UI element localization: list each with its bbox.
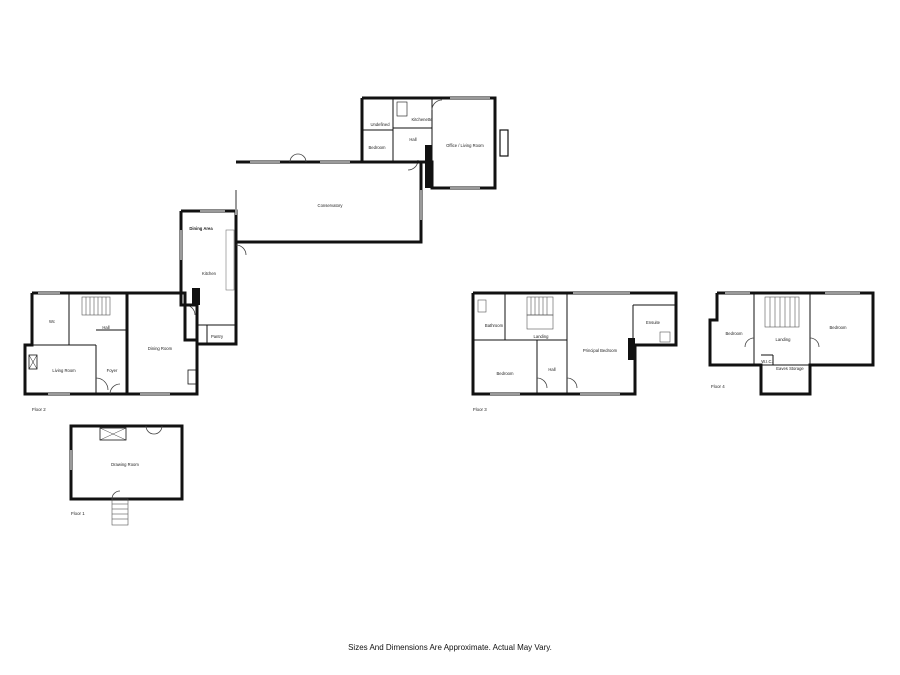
room-label-bedroom-f3: Bedroom <box>497 371 515 376</box>
floor-4-plan: Bedroom Landing Bedroom W.I.C. Eaves Sto… <box>708 291 875 396</box>
room-label-hall-f3: Hall <box>548 367 555 372</box>
room-label-dining-area: Dining Area <box>189 226 213 231</box>
room-label-bedroom-right: Bedroom <box>830 325 848 330</box>
room-label-conservatory: Conservatory <box>318 203 344 208</box>
room-label-annex-bedroom: Bedroom <box>369 145 387 150</box>
room-label-living-room: Living Room <box>52 368 76 373</box>
disclaimer-note: Sizes And Dimensions Are Approximate. Ac… <box>348 643 552 652</box>
floor-2-plan: Wc Hall Living Room Foyer Dining Room Ki… <box>23 96 509 412</box>
floor-2-label: Floor 2 <box>32 407 46 412</box>
room-label-dining-room: Dining Room <box>148 346 173 351</box>
room-label-wc: Wc <box>49 319 55 324</box>
room-label-pantry: Pantry <box>211 334 224 339</box>
room-label-office-living-room: Office / Living Room <box>446 143 484 148</box>
room-label-ensuite: Ensuite <box>646 320 661 325</box>
room-label-hall: Hall <box>102 325 109 330</box>
floor-1-plan: Drawing Room Floor 1 <box>69 424 184 526</box>
room-label-eaves-storage: Eaves Storage <box>776 366 804 371</box>
floor-4-label: Floor 4 <box>711 384 725 389</box>
room-label-foyer: Foyer <box>107 368 118 373</box>
floor-3-plan: Bathroom Landing Ensuite Bedroom Hall Pr… <box>471 291 678 412</box>
room-label-wic: W.I.C. <box>761 359 772 364</box>
floor-1-label: Floor 1 <box>71 511 85 516</box>
room-label-bedroom-left: Bedroom <box>726 331 744 336</box>
room-label-annex-hall: Hall <box>409 137 416 142</box>
room-label-landing-f4: Landing <box>776 337 792 342</box>
room-label-kitchenette: Kitchenette <box>412 117 434 122</box>
room-label-principal-bedroom: Principal Bedroom <box>583 348 618 353</box>
floor-3-label: Floor 3 <box>473 407 487 412</box>
room-label-undefined: Undefined <box>370 122 390 127</box>
room-label-kitchen: Kitchen <box>202 271 217 276</box>
room-label-bathroom: Bathroom <box>485 323 504 328</box>
room-label-landing-f3: Landing <box>534 334 550 339</box>
room-label-drawing-room: Drawing Room <box>111 462 139 467</box>
